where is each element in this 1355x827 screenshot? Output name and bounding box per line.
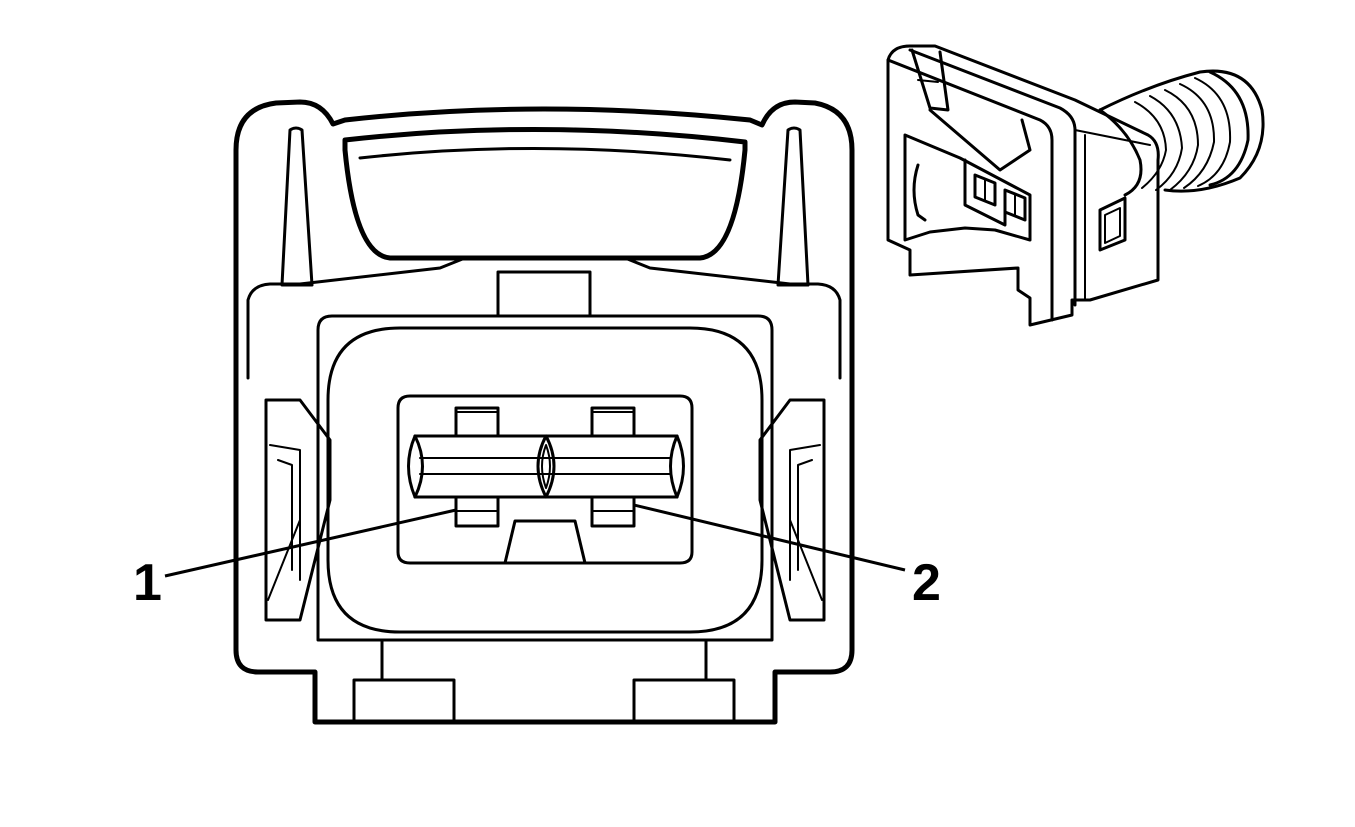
callout-2-leader: [633, 503, 906, 572]
callout-1: 1: [133, 508, 457, 612]
right-latch-arm: [776, 126, 810, 287]
iso-body: [886, 44, 1160, 327]
right-foot: [632, 678, 736, 724]
right-side-ramp: [758, 398, 826, 622]
bottom-key: [503, 519, 587, 565]
housing-outline: [233, 99, 855, 725]
connector-isometric-view: [886, 44, 1265, 327]
face-frame: [316, 314, 774, 642]
callout-1-label: 1: [133, 554, 162, 612]
terminal-window: [396, 394, 694, 565]
left-foot: [352, 678, 456, 724]
connector-face-view: [233, 99, 855, 725]
terminal-1: [454, 406, 500, 528]
terminal-2: [590, 406, 636, 528]
callout-2-label: 2: [912, 554, 941, 612]
latch-tab: [342, 126, 748, 261]
left-latch-arm: [280, 126, 314, 287]
seal-cavity: [326, 326, 764, 634]
terminal-divider: [536, 434, 556, 499]
iso-terminal-cavity: [903, 133, 1032, 242]
cable-boot: [1098, 69, 1265, 197]
left-side-ramp: [264, 398, 332, 622]
callout-1-leader: [164, 508, 457, 578]
callout-2: 2: [633, 503, 941, 612]
polarizing-key: [496, 270, 592, 318]
